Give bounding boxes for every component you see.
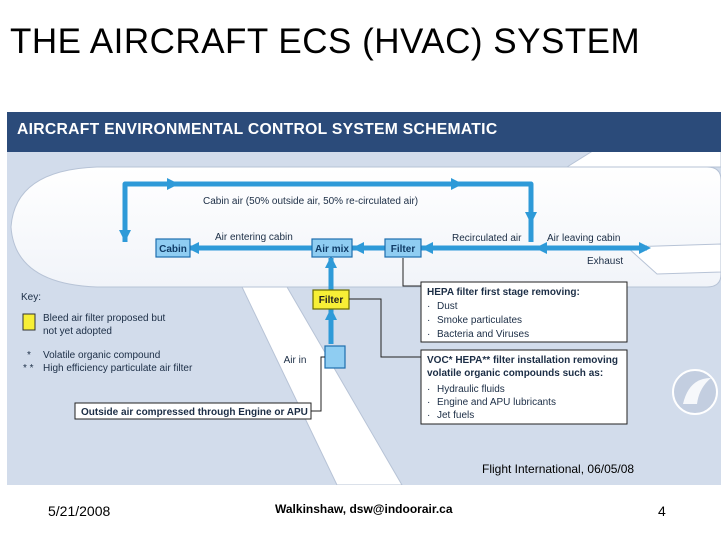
hepa-info-bullet: ·	[427, 315, 430, 326]
voc-info-bullet: ·	[427, 384, 430, 395]
node-air-in: Air in	[284, 345, 346, 369]
arrow-into-cabin	[187, 242, 199, 254]
schematic-header: AIRCRAFT ENVIRONMENTAL CONTROL SYSTEM SC…	[7, 112, 721, 152]
callout-voc-to-bleed	[349, 298, 421, 358]
voc-info-item: Engine and APU lubricants	[437, 397, 556, 408]
aircraft-tail-fin	[565, 152, 721, 168]
arrow-down-right	[525, 212, 537, 224]
node-filter-recirc-label: Filter	[391, 244, 416, 255]
node-air-in-box	[324, 345, 346, 369]
footer-page-number: 4	[658, 503, 666, 519]
arrow-up-filter	[325, 256, 337, 268]
arrow-up-airin	[325, 308, 337, 320]
callout-outside-to-airin	[311, 356, 325, 412]
publisher-logo-icon	[672, 369, 718, 415]
node-air-mix-label: Air mix	[315, 244, 349, 255]
arrow-left-top	[167, 178, 179, 190]
callout-lines	[311, 258, 421, 412]
aircraft-tailplane	[625, 243, 721, 275]
label-exhaust: Exhaust	[587, 256, 623, 267]
schematic-header-text: AIRCRAFT ENVIRONMENTAL CONTROL SYSTEM SC…	[17, 121, 498, 138]
hepa-info-title: HEPA filter first stage removing:	[427, 287, 580, 298]
arrow-into-airmix	[352, 242, 364, 254]
voc-info-item: Hydraulic fluids	[437, 384, 505, 395]
arrow-exhaust	[639, 242, 651, 254]
callout-hepa-to-filter	[402, 258, 421, 287]
schematic-diagram: Cabin Air mix Filter Filter Air in Cabin…	[10, 152, 721, 485]
voc-info-box: VOC* HEPA** filter installation removing…	[420, 349, 628, 425]
schematic-figure: AIRCRAFT ENVIRONMENTAL CONTROL SYSTEM SC…	[7, 112, 721, 485]
key-hepa-mark: * *	[23, 363, 34, 374]
node-filter-recirc: Filter	[384, 238, 422, 258]
outside-air-label: Outside air compressed through Engine or…	[81, 407, 308, 418]
image-credit: Flight International, 06/05/08	[482, 462, 635, 476]
hepa-info-item: Smoke particulates	[437, 315, 522, 326]
hepa-info-item: Dust	[437, 301, 458, 312]
voc-info-title-line1: VOC* HEPA** filter installation removing	[427, 355, 618, 366]
label-cabin-air: Cabin air (50% outside air, 50% re-circu…	[203, 196, 418, 207]
key-voc-text: Volatile organic compound	[43, 350, 160, 361]
voc-info-item: Jet fuels	[437, 410, 474, 421]
hepa-info-item: Bacteria and Viruses	[437, 329, 529, 340]
voc-info-title-line2: volatile organic compounds such as:	[427, 368, 603, 379]
node-filter-recirc-box	[384, 238, 422, 258]
key-bleed-swatch	[22, 313, 36, 331]
hepa-info-frame	[420, 281, 628, 343]
arrow-into-filter	[421, 242, 433, 254]
aircraft-lower-wing	[241, 286, 403, 485]
node-air-mix: Air mix	[311, 238, 353, 258]
key-bleed-line2: not yet adopted	[43, 326, 112, 337]
node-air-mix-box	[311, 238, 353, 258]
node-cabin-box	[155, 238, 191, 258]
node-filter-bleed: Filter	[312, 289, 350, 310]
node-cabin-label: Cabin	[159, 244, 187, 255]
voc-info-frame	[420, 349, 628, 425]
label-air-leaving: Air leaving cabin	[547, 233, 620, 244]
node-cabin: Cabin	[155, 238, 191, 258]
footer-author: Walkinshaw, dsw@indoorair.ca	[275, 502, 453, 516]
arrow-recirculated	[535, 242, 547, 254]
label-air-entering: Air entering cabin	[215, 232, 293, 243]
key-title: Key:	[21, 292, 41, 303]
node-air-in-label: Air in	[284, 355, 307, 366]
voc-info-bullet: ·	[427, 410, 430, 421]
hepa-info-box: HEPA filter first stage removing: · Dust…	[420, 281, 628, 343]
label-recirculated: Recirculated air	[452, 233, 522, 244]
arrow-right-top	[451, 178, 463, 190]
voc-info-bullet: ·	[427, 397, 430, 408]
slide-title: THE AIRCRAFT ECS (HVAC) SYSTEM	[10, 22, 641, 61]
flow-arrows	[119, 178, 651, 320]
arrow-down-cabin	[119, 230, 131, 242]
key-voc-mark: *	[27, 350, 31, 361]
hepa-info-bullet: ·	[427, 329, 430, 340]
node-filter-bleed-label: Filter	[319, 295, 344, 306]
key-bleed-line1: Bleed air filter proposed but	[43, 313, 166, 324]
footer-date: 5/21/2008	[48, 503, 111, 519]
key-hepa-text: High efficiency particulate air filter	[43, 363, 193, 374]
key-legend: Key: Bleed air filter proposed but not y…	[21, 292, 193, 374]
hepa-info-bullet: ·	[427, 301, 430, 312]
outside-air-box: Outside air compressed through Engine or…	[74, 402, 312, 420]
